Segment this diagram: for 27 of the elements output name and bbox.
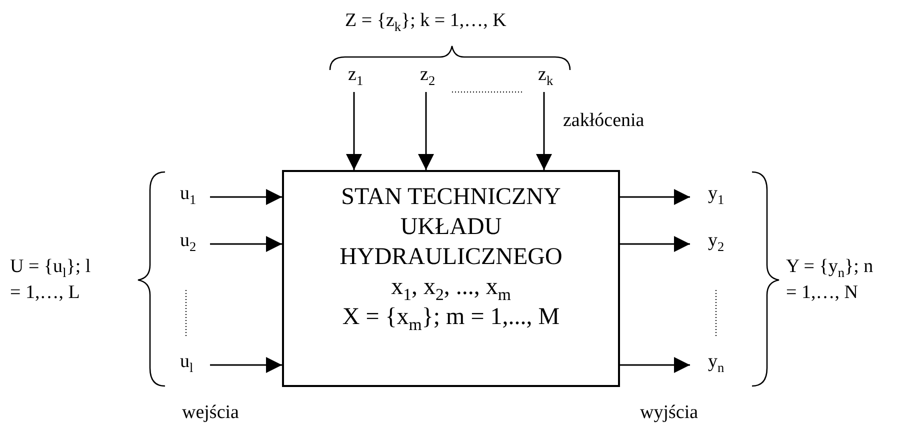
- arrow: [210, 357, 282, 373]
- arrow: [418, 92, 434, 170]
- signal-label: u$_{2}$: [180, 230, 206, 254]
- signal-label: y$_{n}$: [708, 351, 734, 375]
- set-label: U = {u$_{l}$}; l = 1,…, L: [10, 255, 92, 305]
- signal-label: u$_{1}$: [180, 183, 206, 207]
- block-text: x$_{1}$, x$_{2}$, ..., x$_{m}$: [391, 273, 511, 302]
- outputs-label: wyjścia: [640, 401, 700, 425]
- signal-label: y$_{2}$: [708, 230, 734, 254]
- arrow: [620, 189, 690, 205]
- signal-label: z$_{k}$: [538, 64, 564, 88]
- inputs-label: wejścia: [182, 401, 240, 425]
- arrow: [620, 357, 690, 373]
- signal-label: z$_{1}$: [348, 64, 374, 88]
- arrow: [210, 189, 282, 205]
- set-label: Z = {z$_{k}$}; k = 1,…, K: [345, 9, 508, 34]
- signal-label: z$_{2}$: [420, 64, 446, 88]
- system-block: [282, 170, 620, 387]
- disturbance-label: zakłócenia: [563, 109, 646, 133]
- signal-label: u$_{l}$: [180, 351, 206, 375]
- block-text: X = {x$_{m}$}; m = 1,..., M: [342, 303, 560, 332]
- arrow: [620, 236, 690, 252]
- set-label: Y = {y$_{n}$}; n = 1,…, N: [786, 255, 874, 305]
- arrow: [346, 92, 362, 170]
- signal-label: y$_{1}$: [708, 183, 734, 207]
- arrow: [210, 236, 282, 252]
- arrow: [536, 92, 552, 170]
